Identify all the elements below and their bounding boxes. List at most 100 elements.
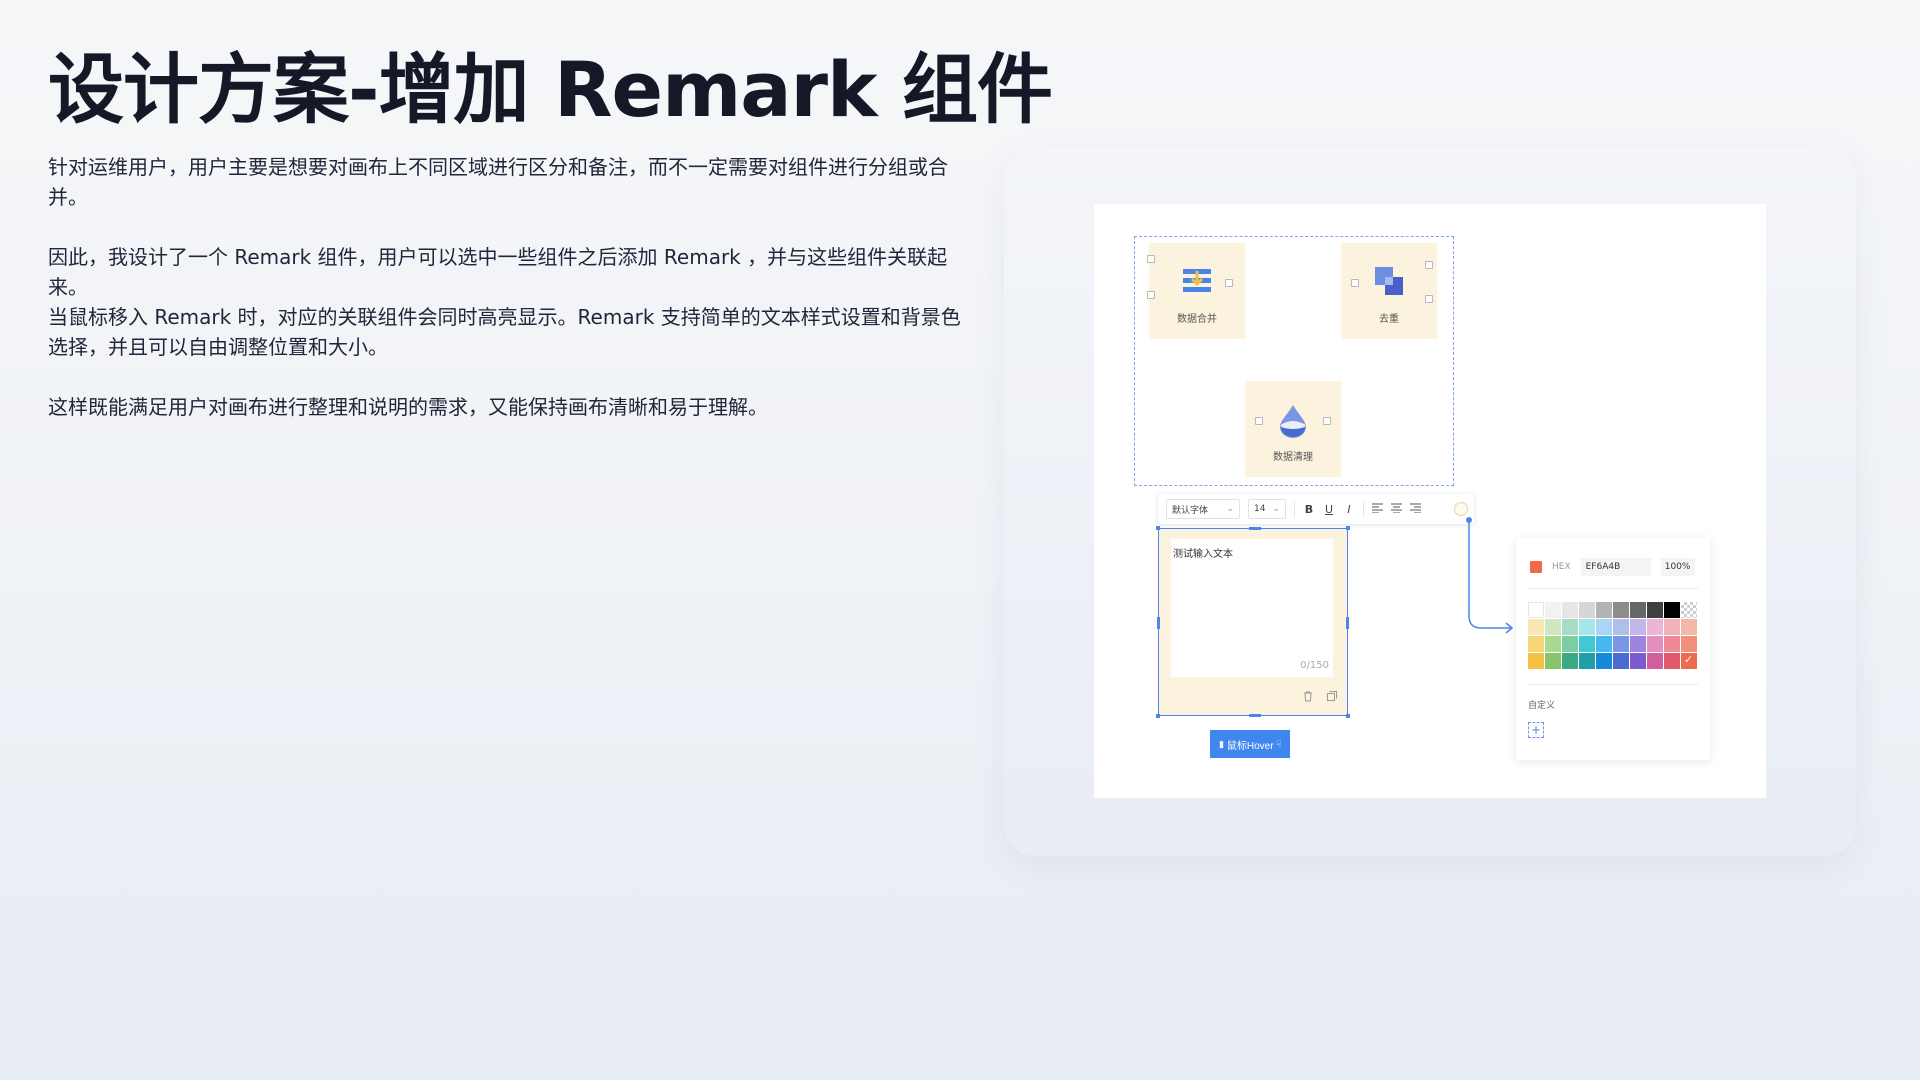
color-swatch[interactable] [1630, 619, 1646, 635]
node-data-clean[interactable]: 数据清理 [1245, 381, 1341, 477]
color-swatch[interactable] [1545, 653, 1561, 669]
hex-input[interactable]: EF6A4B [1580, 558, 1651, 576]
add-custom-color-button[interactable]: + [1528, 722, 1544, 738]
remark-text-area[interactable]: 测试输入文本 0/150 [1171, 539, 1333, 677]
pointer-icon: ☟ [1275, 738, 1282, 749]
resize-handle-corner[interactable] [1156, 714, 1160, 718]
color-swatch[interactable] [1562, 636, 1578, 652]
color-swatch[interactable] [1579, 636, 1595, 652]
remark-component[interactable]: 测试输入文本 0/150 [1156, 526, 1350, 718]
divider [1528, 684, 1698, 685]
resize-handle-corner[interactable] [1346, 714, 1350, 718]
color-swatch[interactable] [1562, 653, 1578, 669]
node-dedupe[interactable]: 去重 [1341, 243, 1437, 339]
resize-handle-left[interactable] [1157, 617, 1160, 629]
opacity-input[interactable]: 100% [1660, 558, 1695, 576]
color-swatch[interactable] [1528, 636, 1544, 652]
slide-title: 设计方案-增加 Remark 组件 [48, 45, 1053, 134]
paragraph-4: 这样既能满足用户对画布进行整理和说明的需求，又能保持画布清晰和易于理解。 [48, 395, 768, 419]
port[interactable] [1323, 417, 1331, 425]
color-swatch[interactable] [1613, 619, 1629, 635]
color-swatch[interactable] [1528, 619, 1544, 635]
align-right-icon[interactable] [1410, 503, 1421, 516]
transparent-swatch[interactable] [1681, 602, 1697, 618]
divider [1528, 588, 1698, 589]
color-swatch[interactable] [1630, 636, 1646, 652]
char-counter: 0/150 [1300, 660, 1329, 671]
port[interactable] [1351, 279, 1359, 287]
color-swatch[interactable] [1562, 619, 1578, 635]
resize-handle-corner[interactable] [1156, 526, 1160, 530]
color-swatch[interactable] [1579, 619, 1595, 635]
resize-handle-top[interactable] [1249, 527, 1261, 530]
italic-button[interactable]: I [1347, 502, 1351, 516]
dedupe-icon [1373, 265, 1405, 300]
chevron-down-icon: ⌄ [1226, 504, 1234, 514]
bold-button[interactable]: B [1304, 502, 1314, 516]
cursor-icon: ▮ [1218, 738, 1224, 749]
color-swatch[interactable] [1545, 636, 1561, 652]
color-swatch[interactable] [1613, 653, 1629, 669]
color-swatch[interactable] [1596, 619, 1612, 635]
font-size-select[interactable]: 14 ⌄ [1248, 499, 1286, 519]
port[interactable] [1147, 255, 1155, 263]
node-label: 去重 [1379, 314, 1399, 325]
color-swatch[interactable] [1681, 619, 1697, 635]
remark-text: 测试输入文本 [1173, 549, 1233, 560]
color-swatch[interactable] [1579, 602, 1595, 618]
merge-data-icon [1181, 265, 1213, 300]
color-swatch[interactable] [1647, 653, 1663, 669]
hex-label: HEX [1552, 562, 1571, 572]
color-swatch[interactable] [1664, 653, 1680, 669]
color-swatch[interactable] [1630, 653, 1646, 669]
color-swatch[interactable] [1545, 602, 1561, 618]
color-swatch[interactable] [1647, 602, 1663, 618]
port[interactable] [1225, 279, 1233, 287]
align-left-icon[interactable] [1372, 503, 1383, 516]
font-size-value: 14 [1254, 504, 1266, 514]
description: 针对运维用户，用户主要是想要对画布上不同区域进行区分和备注，而不一定需要对组件进… [48, 152, 968, 422]
color-swatch[interactable] [1647, 636, 1663, 652]
color-swatch[interactable] [1596, 653, 1612, 669]
port[interactable] [1425, 261, 1433, 269]
node-merge-data[interactable]: 数据合并 [1147, 243, 1245, 339]
color-swatch[interactable] [1647, 619, 1663, 635]
node-label: 数据清理 [1273, 452, 1313, 463]
port[interactable] [1147, 291, 1155, 299]
color-swatch[interactable] [1630, 602, 1646, 618]
remark-style-toolbar: 默认字体 ⌄ 14 ⌄ B U I [1158, 494, 1474, 524]
color-swatch[interactable] [1664, 602, 1680, 618]
color-swatch[interactable] [1579, 653, 1595, 669]
color-swatch[interactable] [1596, 636, 1612, 652]
font-family-select[interactable]: 默认字体 ⌄ [1166, 499, 1240, 519]
connector-arrow [1466, 517, 1514, 634]
color-swatch[interactable] [1681, 653, 1697, 669]
paragraph-1: 针对运维用户，用户主要是想要对画布上不同区域进行区分和备注，而不一定需要对组件进… [48, 155, 948, 209]
resize-handle-corner[interactable] [1346, 526, 1350, 530]
color-swatch[interactable] [1528, 653, 1544, 669]
color-picker-pin[interactable] [1454, 502, 1468, 516]
selection-group-box: 数据合并 去重 [1134, 236, 1454, 486]
color-swatch[interactable] [1664, 636, 1680, 652]
color-swatch[interactable] [1545, 619, 1561, 635]
port[interactable] [1425, 295, 1433, 303]
color-swatch[interactable] [1528, 602, 1544, 618]
paragraph-2: 因此，我设计了一个 Remark 组件，用户可以选中一些组件之后添加 Remar… [48, 245, 948, 299]
resize-handle-right[interactable] [1346, 617, 1349, 629]
hover-hint-button[interactable]: ▮ 鼠标Hover ☟ [1210, 730, 1290, 758]
resize-handle-bottom[interactable] [1249, 714, 1261, 717]
underline-button[interactable]: U [1324, 502, 1334, 516]
color-swatch[interactable] [1664, 619, 1680, 635]
trash-icon[interactable] [1303, 691, 1313, 705]
color-swatch[interactable] [1613, 602, 1629, 618]
canvas[interactable]: 数据合并 去重 [1094, 204, 1766, 798]
color-swatch[interactable] [1613, 636, 1629, 652]
color-swatch[interactable] [1596, 602, 1612, 618]
water-drop-icon [1277, 403, 1309, 442]
node-label: 数据合并 [1177, 314, 1217, 325]
color-swatch[interactable] [1681, 636, 1697, 652]
port[interactable] [1255, 417, 1263, 425]
copy-icon[interactable] [1327, 691, 1337, 705]
align-center-icon[interactable] [1391, 503, 1402, 516]
color-swatch[interactable] [1562, 602, 1578, 618]
